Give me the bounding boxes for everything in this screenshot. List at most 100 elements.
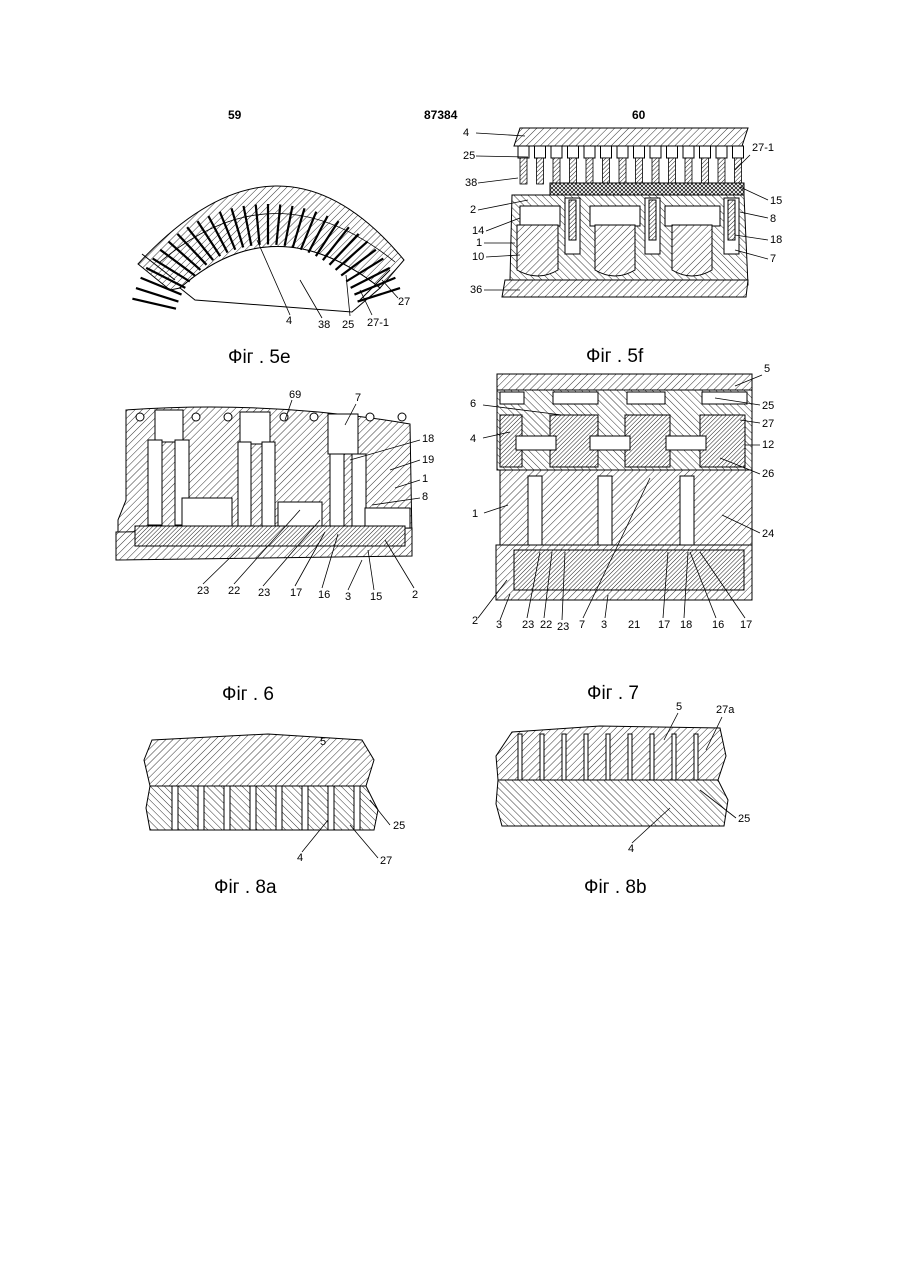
fig6-label-2: 2 <box>412 589 418 601</box>
fig5f-tooth <box>586 158 593 184</box>
fig8a-slot <box>224 786 230 830</box>
fig5f-label-15: 15 <box>770 195 782 207</box>
fig8a-label-5: 5 <box>320 736 326 748</box>
figure-8b: 5 27a 25 4 Фіг . 8b <box>496 701 750 898</box>
fig6-label-16: 16 <box>318 589 330 601</box>
fig5f-cell <box>733 146 744 158</box>
fig6-label-18: 18 <box>422 433 434 445</box>
fig7-label-4: 4 <box>470 433 476 445</box>
fig5f-tooth <box>685 158 692 184</box>
fig7-label-3a: 3 <box>496 619 502 631</box>
fig8a-label-25: 25 <box>393 820 405 832</box>
fig7-label-1: 1 <box>472 508 478 520</box>
fig5f-cell <box>700 146 711 158</box>
fig8b-caption: Фіг . 8b <box>584 877 647 898</box>
fig8b-slot <box>562 734 566 780</box>
fig5f-cell <box>551 146 562 158</box>
fig5f-label-10: 10 <box>472 251 484 263</box>
fig5f-tooth <box>735 158 742 184</box>
fig5f-cell <box>518 146 529 158</box>
fig5f-tooth <box>636 158 643 184</box>
fig6-label-15: 15 <box>370 591 382 603</box>
fig6-label-69: 69 <box>289 389 301 401</box>
fig7-label-2: 2 <box>472 615 478 627</box>
fig5f-label-1: 1 <box>476 237 482 249</box>
fig6-label-23b: 23 <box>258 587 270 599</box>
fig5f-cell <box>667 146 678 158</box>
fig5e-label-4: 4 <box>286 315 292 327</box>
fig5f-tooth <box>669 158 676 184</box>
fig5e-label-25: 25 <box>342 319 354 331</box>
fig7-caption: Фіг . 7 <box>587 683 639 704</box>
fig8a-slot <box>302 786 308 830</box>
fig8b-label-4: 4 <box>628 843 634 855</box>
fig5f-tooth <box>652 158 659 184</box>
fig8b-slot <box>584 734 588 780</box>
fig5f-tooth <box>553 158 560 184</box>
fig7-label-23a: 23 <box>522 619 534 631</box>
fig5f-caption: Фіг . 5f <box>586 346 644 367</box>
fig5f-tooth <box>603 158 610 184</box>
fig8b-slot <box>694 734 698 780</box>
fig5e-slot <box>132 299 176 309</box>
fig6-label-22: 22 <box>228 585 240 597</box>
fig5f-tooth <box>537 158 544 184</box>
fig7-label-21: 21 <box>628 619 640 631</box>
fig6-label-1: 1 <box>422 473 428 485</box>
fig5f-label-27-1: 27-1 <box>752 142 774 154</box>
fig5e-caption: Фіг . 5е <box>228 347 291 368</box>
fig8b-label-27a: 27a <box>716 704 735 716</box>
fig5f-cell <box>617 146 628 158</box>
fig8a-label-27: 27 <box>380 855 392 867</box>
fig7-label-17a: 17 <box>658 619 670 631</box>
fig5f-cell <box>683 146 694 158</box>
fig7-label-18: 18 <box>680 619 692 631</box>
fig5f-tooth <box>520 158 527 184</box>
figure-5f: 4 25 38 2 14 1 10 36 27-1 15 8 18 7 Фіг … <box>463 127 782 367</box>
figure-6: 69 7 18 19 1 8 23 22 23 17 16 3 15 2 Фіг… <box>116 389 434 705</box>
fig6-label-19: 19 <box>422 454 434 466</box>
fig5f-label-4: 4 <box>463 127 469 139</box>
fig7-label-5: 5 <box>764 363 770 375</box>
fig8b-slot <box>540 734 544 780</box>
fig5f-label-38: 38 <box>465 177 477 189</box>
fig6-caption: Фіг . 6 <box>222 684 274 705</box>
fig6-bolt <box>136 413 144 421</box>
fig5f-tooth <box>619 158 626 184</box>
fig6-label-23a: 23 <box>197 585 209 597</box>
fig5f-cell <box>535 146 546 158</box>
figure-7: 5 6 4 25 27 12 26 1 24 2 3 23 22 23 7 3 … <box>470 363 774 704</box>
fig7-label-6: 6 <box>470 398 476 410</box>
page-number-right: 60 <box>632 108 646 122</box>
fig8b-slot <box>606 734 610 780</box>
fig7-label-16: 16 <box>712 619 724 631</box>
fig8b-label-25: 25 <box>738 813 750 825</box>
fig8a-slot <box>354 786 360 830</box>
fig7-label-25: 25 <box>762 400 774 412</box>
figure-5e: 4 38 25 27-1 27 Фіг . 5е <box>132 186 410 368</box>
fig8b-slot <box>518 734 522 780</box>
fig8a-slot <box>198 786 204 830</box>
fig6-bolt <box>310 413 318 421</box>
fig5f-cell <box>716 146 727 158</box>
fig5f-tooth <box>570 158 577 184</box>
fig5f-tooth <box>702 158 709 184</box>
fig8a-slot <box>250 786 256 830</box>
fig5f-label-36: 36 <box>470 284 482 296</box>
fig7-label-27: 27 <box>762 418 774 430</box>
fig6-label-7: 7 <box>355 392 361 404</box>
fig7-label-24: 24 <box>762 528 774 540</box>
fig6-bolt <box>192 413 200 421</box>
fig5e-label-38: 38 <box>318 319 330 331</box>
fig6-label-17: 17 <box>290 587 302 599</box>
fig7-label-12: 12 <box>762 439 774 451</box>
fig8a-label-4: 4 <box>297 852 303 864</box>
fig6-label-3: 3 <box>345 591 351 603</box>
fig8b-label-5: 5 <box>676 701 682 713</box>
fig5f-label-2: 2 <box>470 204 476 216</box>
fig5f-cell <box>568 146 579 158</box>
fig5f-label-7: 7 <box>770 253 776 265</box>
patent-number: 87384 <box>424 108 458 122</box>
fig5f-cell <box>634 146 645 158</box>
